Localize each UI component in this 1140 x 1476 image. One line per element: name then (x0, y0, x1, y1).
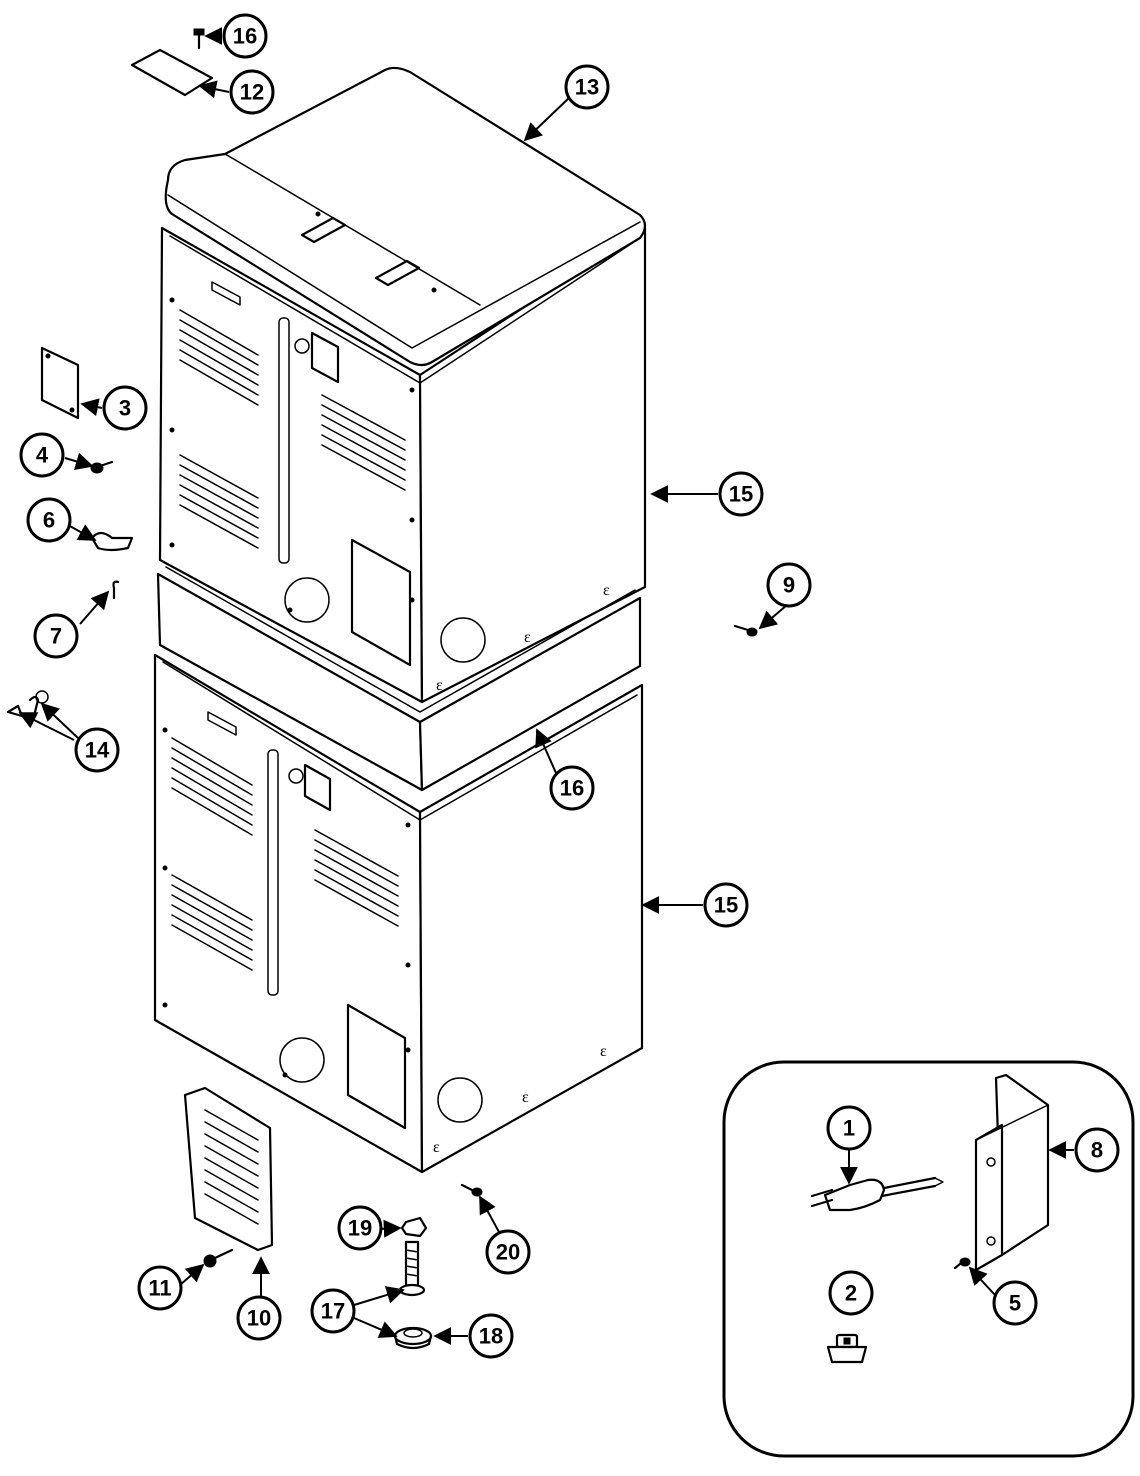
svg-text:19: 19 (348, 1216, 372, 1241)
bolt-18 (398, 1240, 426, 1297)
svg-text:17: 17 (321, 1299, 345, 1324)
svg-text:3: 3 (119, 396, 131, 421)
bracket-8 (974, 1073, 1050, 1272)
svg-text:ε: ε (524, 629, 531, 646)
nut-20 (400, 1216, 428, 1238)
svg-text:7: 7 (50, 624, 62, 649)
screw-17 (193, 28, 205, 50)
svg-text:ε: ε (600, 1043, 607, 1060)
callout-5: 5 (992, 1280, 1038, 1326)
hook-7 (112, 580, 120, 600)
callout-9: 9 (766, 562, 812, 608)
parts-14 (6, 690, 49, 718)
svg-text:11: 11 (148, 1276, 171, 1301)
inset-box (722, 1060, 1135, 1458)
callout-1: 1 (826, 1105, 872, 1151)
svg-text:ε: ε (436, 677, 443, 694)
power-plug-1 (810, 1176, 944, 1212)
svg-text:6: 6 (43, 508, 55, 533)
callout-21: 20 (485, 1229, 531, 1275)
callout-20: 19 (337, 1205, 383, 1251)
lower-cabinet: ε ε ε (153, 653, 644, 1174)
svg-text:15: 15 (729, 482, 753, 507)
svg-text:20: 20 (496, 1240, 520, 1265)
svg-text:4: 4 (36, 443, 49, 468)
svg-text:1: 1 (843, 1116, 855, 1141)
screw-4 (90, 460, 114, 474)
svg-text:ε: ε (522, 1089, 529, 1106)
callout-7: 7 (33, 613, 79, 659)
svg-text:16: 16 (560, 776, 584, 801)
screw-5 (953, 1257, 971, 1270)
callout-13: 13 (564, 64, 610, 110)
top-panel (164, 66, 647, 367)
screw-11 (203, 1248, 234, 1268)
svg-text:15: 15 (714, 893, 738, 918)
foot-pad-19 (393, 1326, 433, 1350)
screw-21 (460, 1183, 483, 1197)
svg-text:2: 2 (845, 1281, 857, 1306)
grille-10 (183, 1086, 274, 1252)
callout-15-upper: 15 (718, 471, 764, 517)
leader-lines (18, 27, 1074, 1345)
callout-8: 8 (1074, 1127, 1120, 1173)
clip-6 (90, 531, 134, 552)
callouts: 16 12 13 3 4 6 7 9 (19, 13, 1120, 1359)
svg-text:9: 9 (783, 573, 795, 598)
svg-text:16: 16 (233, 24, 257, 49)
callout-11: 11 (137, 1265, 183, 1311)
callout-15-lower: 15 (703, 882, 749, 928)
screw-9 (733, 624, 758, 637)
connector-2 (826, 1333, 868, 1364)
svg-text:5: 5 (1009, 1291, 1021, 1316)
upper-cabinet: ε ε ε (158, 226, 647, 704)
callout-16: 16 (549, 765, 595, 811)
callout-10: 10 (236, 1295, 282, 1341)
callout-2: 2 (828, 1270, 874, 1316)
svg-text:18: 18 (479, 1324, 503, 1349)
cover-plate (130, 48, 214, 97)
spacer-frame (156, 566, 642, 792)
svg-text:ε: ε (433, 1139, 440, 1156)
svg-text:12: 12 (240, 80, 264, 105)
callout-18: 17 (310, 1288, 356, 1334)
callout-14: 14 (74, 727, 120, 773)
svg-text:ε: ε (603, 582, 610, 599)
svg-text:14: 14 (85, 738, 110, 763)
callout-17: 16 (222, 13, 268, 59)
callout-6: 6 (26, 497, 72, 543)
callout-12: 12 (229, 69, 275, 115)
callout-3: 3 (102, 385, 148, 431)
callout-19: 18 (468, 1313, 514, 1359)
callout-4: 4 (19, 432, 65, 478)
svg-text:10: 10 (247, 1306, 271, 1331)
svg-text:13: 13 (575, 75, 599, 100)
svg-text:8: 8 (1091, 1138, 1103, 1163)
bracket-3 (40, 346, 80, 420)
